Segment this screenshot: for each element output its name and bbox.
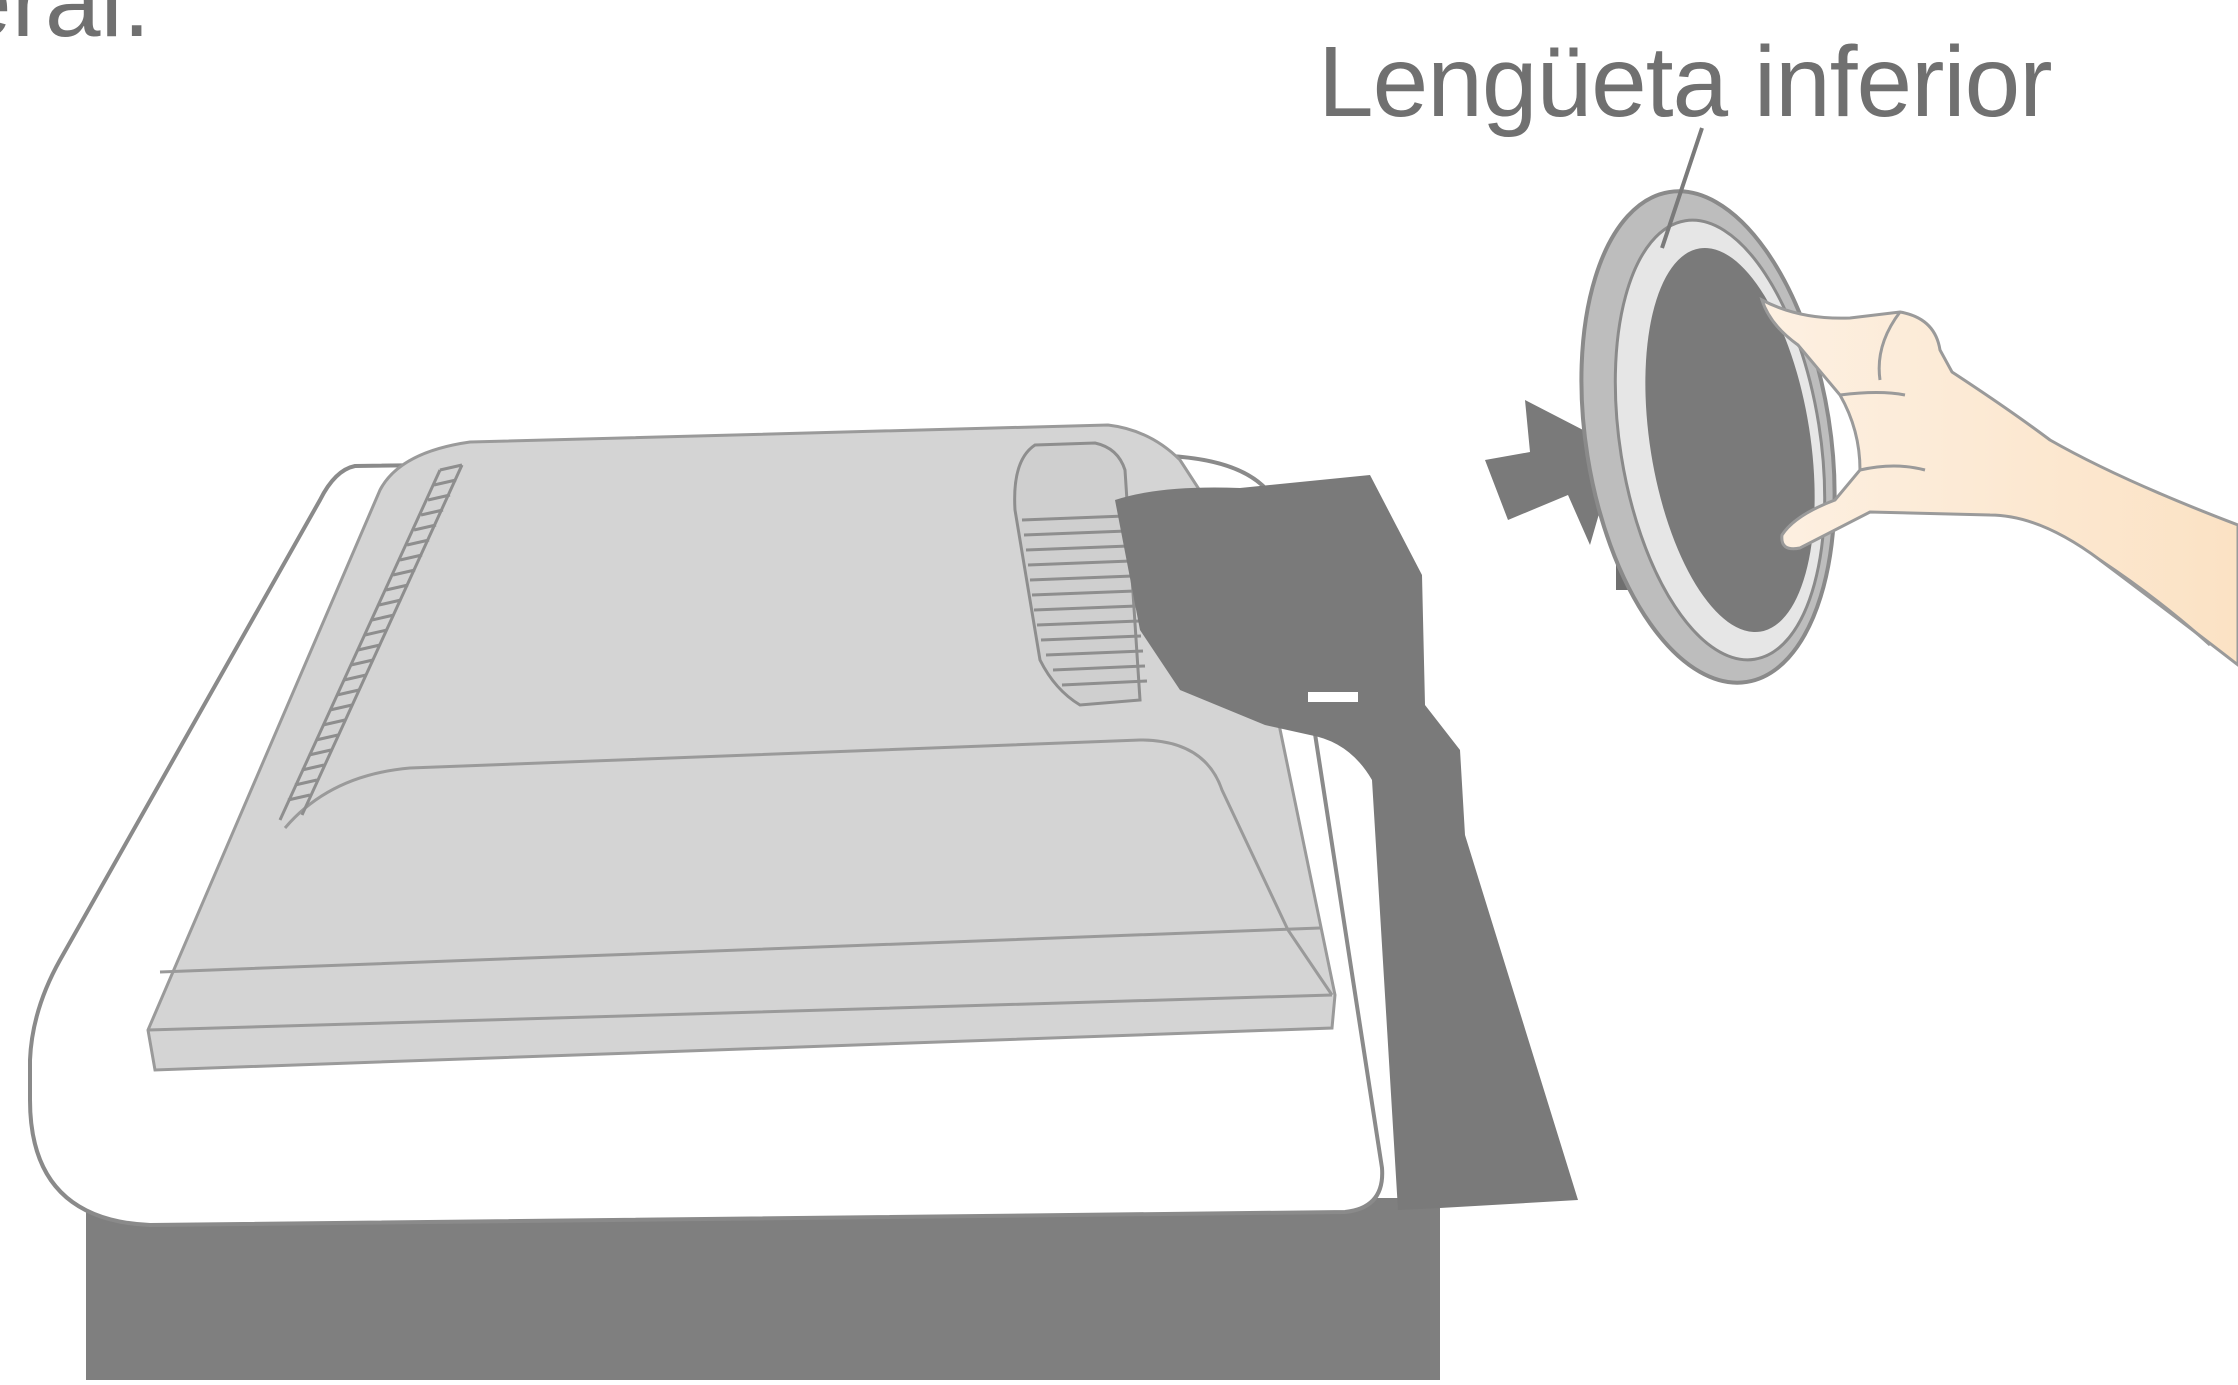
callout-label: Lengüeta inferior — [1318, 22, 2052, 142]
stand-base — [1549, 173, 1868, 701]
top-partial-text: eral. — [0, 0, 151, 62]
stand-neck-slot — [1308, 692, 1358, 702]
